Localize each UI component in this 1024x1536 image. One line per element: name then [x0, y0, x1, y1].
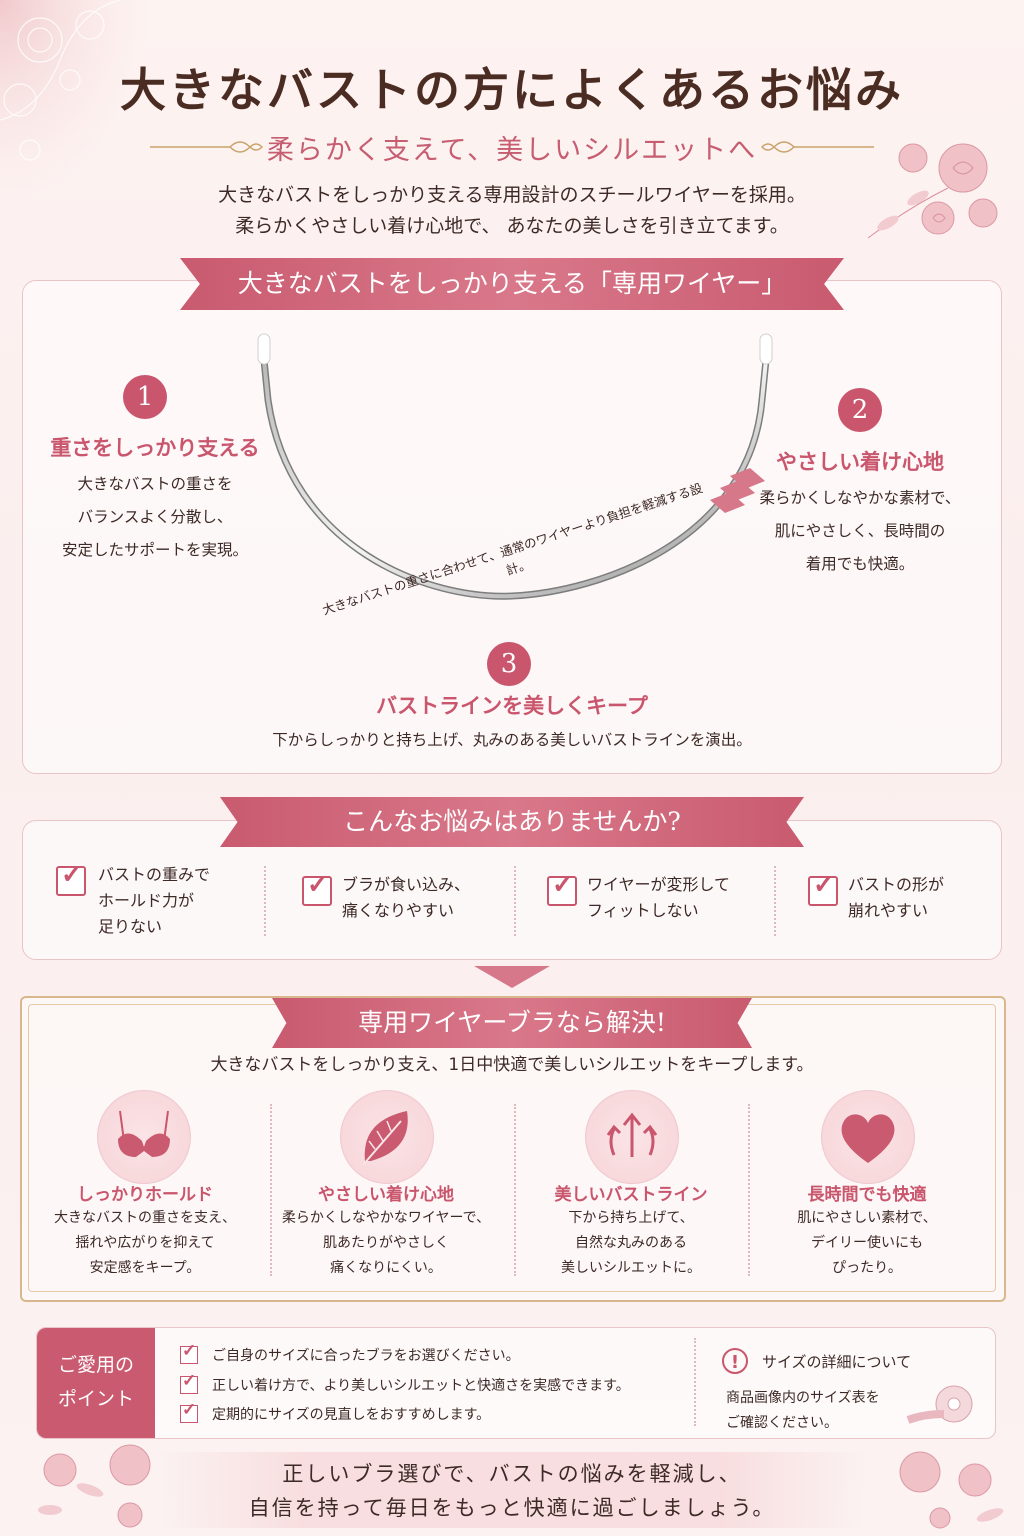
lift-arrows-icon	[606, 1112, 658, 1157]
wire-section	[22, 280, 1002, 774]
solution-ribbon: 専用ワイヤーブラなら解決!	[272, 998, 752, 1048]
closing-message: 正しいブラ選びで、バストの悩みを軽減し、 自信を持って毎日をもっと快適に過ごしま…	[248, 1462, 776, 1520]
ornament-right	[761, 141, 874, 153]
point-title-2: やさしい着け心地	[776, 449, 944, 474]
point-text-3: 下からしっかりと持ち上げ、丸みのある美しいバストラインを演出。	[272, 731, 752, 749]
usage-label: ご愛用の ポイント	[37, 1328, 155, 1438]
worry-divider	[774, 866, 776, 936]
solution-lead: 大きなバストをしっかり支え、1日中快適で美しいシルエットをキープします。	[210, 1055, 814, 1075]
intro-line-1: 大きなバストをしっかり支える専用設計のスチールワイヤーを採用。	[218, 184, 806, 206]
worry-item-2: ブラが食い込み、 痛くなりやすい	[342, 875, 471, 920]
feature-icon-circle-3	[585, 1090, 679, 1184]
worry-divider	[514, 866, 516, 936]
wire-illustration	[257, 333, 773, 600]
page-title: 大きなバストの方によくあるお悩み	[120, 63, 904, 117]
worry-check-icon-2: ✓	[302, 870, 332, 906]
page-subtitle: 柔らかく支えて、美しいシルエットへ	[266, 135, 758, 166]
feature-title-3: 美しいバストライン	[554, 1185, 708, 1205]
point-title-3: バストラインを美しくキープ	[376, 693, 648, 718]
bra-icon	[118, 1110, 170, 1157]
worries-ribbon: こんなお悩みはありませんか?	[220, 797, 804, 847]
info-alert-icon: !	[722, 1348, 748, 1374]
heart-icon	[841, 1114, 895, 1163]
leaf-icon	[362, 1111, 408, 1166]
worry-item-4: バストの形が 崩れやすい	[848, 875, 945, 920]
ornament-left	[150, 141, 263, 153]
worry-item-1: バストの重みで ホールド力が 足りない	[98, 865, 211, 936]
worry-check-icon-4: ✓	[808, 870, 838, 906]
feature-divider	[748, 1104, 750, 1276]
closing-band	[160, 1452, 864, 1528]
usage-item-2: 正しい着け方で、より美しいシルエットと快適さを実感できます。	[212, 1378, 630, 1394]
feature-icon-circle-4	[821, 1090, 915, 1184]
feature-text-1: 大きなバストの重さを支え、 揺れや広がりを抑えて 安定感をキープ。	[54, 1210, 236, 1276]
worry-check-icon-1: ✓	[56, 860, 86, 896]
measuring-tape-icon	[906, 1385, 973, 1424]
feature-title-4: 長時間でも快適	[807, 1185, 927, 1205]
wire-ribbon: 大きなバストをしっかり支える「専用ワイヤー」	[180, 258, 844, 310]
point-text-1: 大きなバストの重さを バランスよく分散し、 安定したサポートを実現。	[61, 475, 248, 559]
usage-check-icon-3: ✓	[180, 1400, 198, 1423]
feature-title-2: やさしい着け心地	[318, 1185, 454, 1205]
usage-check-icon-1: ✓	[180, 1341, 198, 1364]
point-number-3: 3	[487, 642, 531, 686]
rose-decoration-bottom-right	[899, 1451, 1004, 1529]
usage-divider	[694, 1338, 696, 1426]
worry-item-3: ワイヤーが変形して フィットしない	[587, 875, 731, 920]
intro-line-2: 柔らかくやさしい着け心地で、 あなたの美しさを引き立てます。	[235, 215, 789, 237]
feature-icon-circle-1	[97, 1090, 191, 1184]
size-info-title: サイズの詳細について	[762, 1353, 912, 1371]
down-arrow-icon	[474, 966, 550, 988]
feature-divider	[270, 1104, 272, 1276]
point-number-1: 1	[123, 375, 167, 419]
feature-divider	[514, 1104, 516, 1276]
usage-check-icon-2: ✓	[180, 1371, 198, 1394]
lace-decoration	[0, 0, 150, 200]
rose-decoration-bottom-left	[38, 1444, 151, 1528]
rose-decoration-top	[867, 143, 998, 239]
feature-text-2: 柔らかくしなやかなワイヤーで、 肌あたりがやさしく 痛くなりにくい。	[281, 1210, 491, 1276]
point-title-1: 重さをしっかり支える	[50, 435, 260, 460]
feature-title-1: しっかりホールド	[77, 1185, 213, 1205]
point-text-2: 柔らかくしなやかな素材で、 肌にやさしく、長時間の 着用でも快適。	[759, 489, 961, 573]
size-info-text: 商品画像内のサイズ表を ご確認ください。	[726, 1390, 880, 1431]
feature-icon-circle-2	[340, 1090, 434, 1184]
worry-check-icon-3: ✓	[547, 870, 577, 906]
point-number-2: 2	[838, 388, 882, 432]
worry-divider	[264, 866, 266, 936]
usage-item-1: ご自身のサイズに合ったブラをお選びください。	[212, 1348, 520, 1364]
feature-text-4: 肌にやさしい素材で、 デイリー使いにも ぴったり。	[797, 1210, 937, 1276]
feature-text-3: 下から持ち上げて、 自然な丸みのある 美しいシルエットに。	[561, 1210, 701, 1276]
usage-item-3: 定期的にサイズの見直しをおすすめします。	[212, 1407, 491, 1423]
